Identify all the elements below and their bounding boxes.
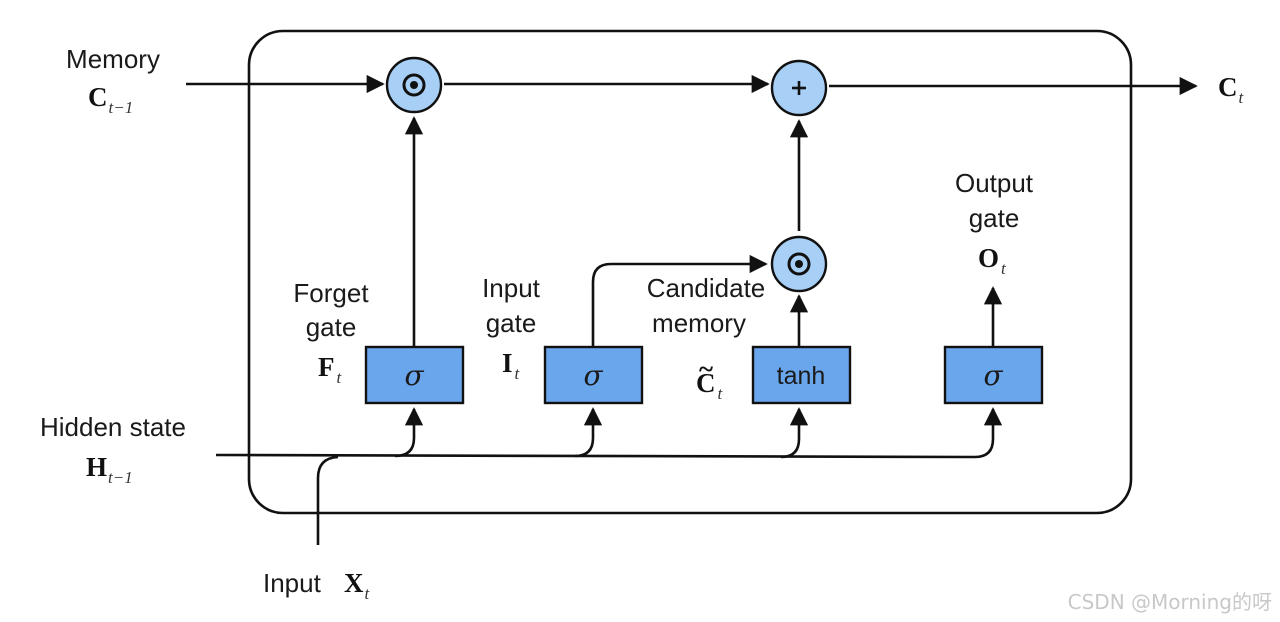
forget-gate-label-2: gate [306,312,357,342]
output-gate-box [943,345,1044,405]
forget-gate-box [364,345,465,405]
hidden-state-symbol: Ht−1 [86,452,133,487]
hidden-state-label: Hidden state [40,412,186,442]
memory-label: Memory [66,44,160,74]
candidate-label-1: Candidate [647,273,766,303]
output-c-symbol: Ct [1218,72,1245,107]
input-symbol: Xt [344,568,371,603]
input-x-line [316,455,339,545]
bus-branch-forget [394,407,424,458]
output-gate-sigma: σ [983,359,1003,392]
input-gate-sigma: σ [583,359,603,392]
input-gate-label-2: gate [486,308,537,338]
candidate-label-2: memory [652,308,746,338]
forget-multiply-node [385,56,443,114]
candidate-tilde: ~ [699,354,713,384]
bus-branch-candidate [780,407,809,459]
input-label: Input [263,568,322,598]
memory-symbol: Ct−1 [88,82,133,117]
inputgate-to-mult2-arrow [591,254,768,346]
input-gate-label-1: Input [482,273,541,303]
forget-gate-label-1: Forget [293,278,369,308]
cell-boundary [247,29,1133,515]
output-gate-label-2: gate [969,203,1020,233]
candidate-multiply-node [770,235,828,293]
input-gate-box [543,345,644,405]
watermark: CSDN @Morning的呀 [1068,590,1272,614]
candidate-tanh-box [751,345,852,405]
memory-add-node [770,59,828,117]
output-gate-label-1: Output [955,168,1034,198]
bus-branch-input [574,407,603,458]
forget-gate-sigma: σ [404,359,424,392]
candidate-tanh-label: tanh [777,362,826,390]
hidden-state-bus [215,407,1003,459]
